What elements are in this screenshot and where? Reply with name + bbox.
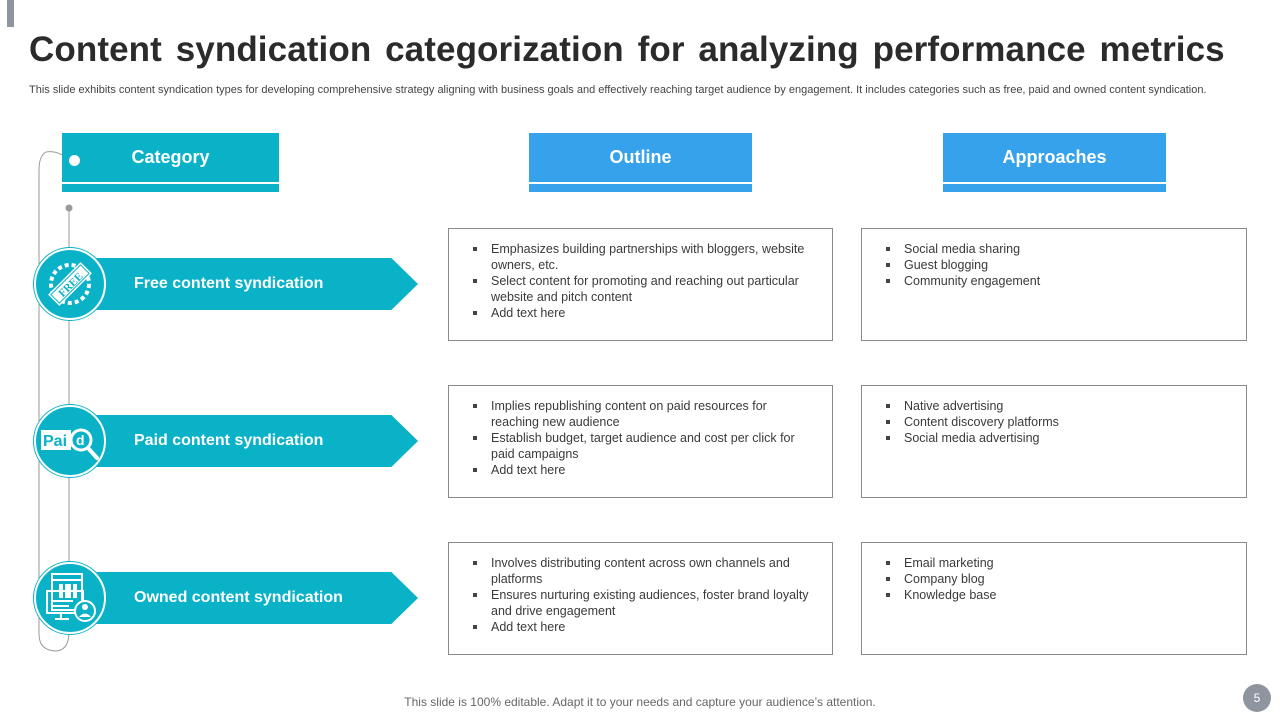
approach-item: Content discovery platforms: [886, 414, 1226, 430]
outline-box-free: Emphasizes building partnerships with bl…: [448, 228, 833, 341]
header-approaches-label: Approaches: [1002, 147, 1107, 167]
outline-box-paid: Implies republishing content on paid res…: [448, 385, 833, 498]
free-badge-icon: FREE: [34, 248, 106, 320]
category-label-owned: Owned content syndication: [134, 589, 343, 606]
outline-item: Implies republishing content on paid res…: [473, 398, 812, 430]
outline-item: Involves distributing content across own…: [473, 555, 812, 587]
header-category-label: Category: [131, 147, 210, 167]
page-number-badge: 5: [1243, 684, 1271, 712]
outline-box-owned: Involves distributing content across own…: [448, 542, 833, 655]
approach-item: Email marketing: [886, 555, 1226, 571]
category-label-free: Free content syndication: [134, 275, 324, 292]
connector-start-dot: [69, 155, 80, 166]
svg-text:Pai: Pai: [43, 433, 67, 450]
outline-item: Establish budget, target audience and co…: [473, 430, 812, 462]
approaches-list-owned: Email marketing Company blog Knowledge b…: [862, 543, 1246, 603]
svg-text:d: d: [76, 432, 85, 448]
approaches-list-paid: Native advertising Content discovery pla…: [862, 386, 1246, 446]
slide-title: Content syndication categorization for a…: [29, 30, 1225, 69]
outline-item: Select content for promoting and reachin…: [473, 273, 812, 305]
corner-accent-bar: [7, 0, 14, 27]
category-arrow-owned: [85, 572, 418, 624]
approach-item: Community engagement: [886, 273, 1226, 289]
approaches-box-paid: Native advertising Content discovery pla…: [861, 385, 1247, 498]
outline-list-free: Emphasizes building partnerships with bl…: [449, 229, 832, 321]
owned-website-user-icon: [34, 562, 106, 634]
header-approaches: Approaches: [943, 133, 1166, 192]
outline-item: Add text here: [473, 619, 812, 635]
approach-item: Company blog: [886, 571, 1226, 587]
approach-item: Social media sharing: [886, 241, 1226, 257]
outline-list-owned: Involves distributing content across own…: [449, 543, 832, 635]
outline-item: Add text here: [473, 305, 812, 321]
category-arrow-free: [85, 258, 418, 310]
approach-item: Native advertising: [886, 398, 1226, 414]
approach-item: Guest blogging: [886, 257, 1226, 273]
approaches-box-free: Social media sharing Guest blogging Comm…: [861, 228, 1247, 341]
approach-item: Knowledge base: [886, 587, 1226, 603]
outline-item: Emphasizes building partnerships with bl…: [473, 241, 812, 273]
header-outline: Outline: [529, 133, 752, 192]
approach-item: Social media advertising: [886, 430, 1226, 446]
category-arrow-paid: [85, 415, 418, 467]
approaches-list-free: Social media sharing Guest blogging Comm…: [862, 229, 1246, 289]
header-category: Category: [62, 133, 279, 192]
outline-item: Ensures nurturing existing audiences, fo…: [473, 587, 812, 619]
header-outline-label: Outline: [609, 147, 672, 167]
category-label-paid: Paid content syndication: [134, 432, 324, 449]
paid-magnifier-icon: Pai d: [34, 405, 106, 477]
outline-list-paid: Implies republishing content on paid res…: [449, 386, 832, 478]
footer-note: This slide is 100% editable. Adapt it to…: [404, 695, 876, 709]
outline-item: Add text here: [473, 462, 812, 478]
slide-subtitle: This slide exhibits content syndication …: [29, 84, 1207, 96]
approaches-box-owned: Email marketing Company blog Knowledge b…: [861, 542, 1247, 655]
